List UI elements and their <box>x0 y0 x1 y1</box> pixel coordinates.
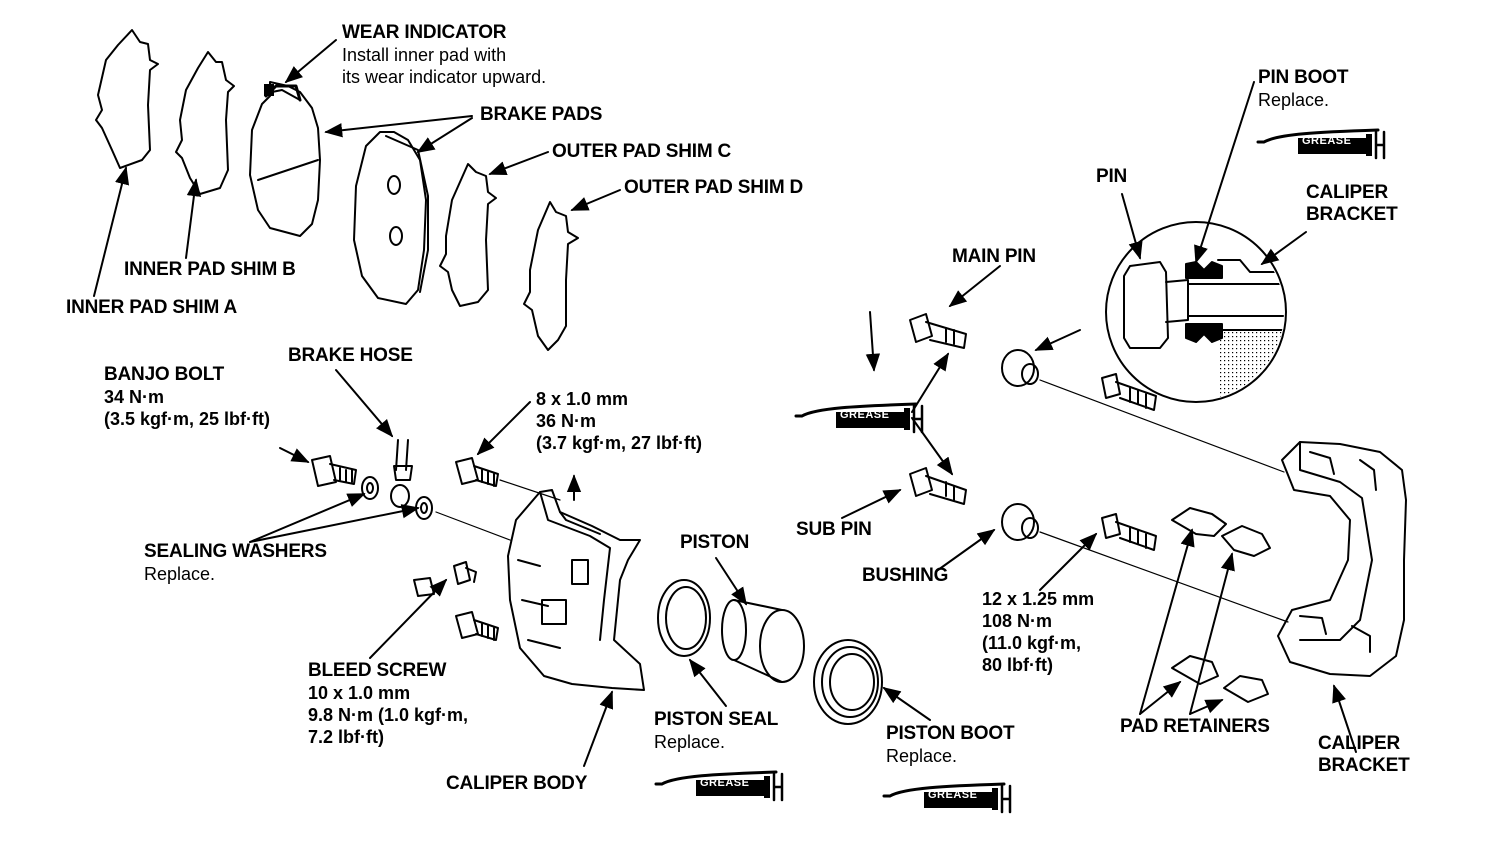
caliper-bracket-top-label: CALIPER BRACKET <box>1306 182 1398 225</box>
caliper-bracket-bottom-label: CALIPER BRACKET <box>1318 733 1410 776</box>
pad-retainers-label: PAD RETAINERS <box>1120 716 1270 737</box>
bleed-screw-label: BLEED SCREW 10 x 1.0 mm 9.8 N·m (1.0 kgf… <box>308 660 469 747</box>
bleed-screw-cap <box>413 577 435 597</box>
brake-pads-arrow-inner <box>324 115 473 138</box>
caliper-bracket <box>1277 441 1407 677</box>
main-pin <box>909 313 967 349</box>
inner-pad-shim-b <box>175 51 235 195</box>
piston-boot <box>813 639 883 725</box>
pin-detail-arrow <box>1034 329 1081 351</box>
bolt-12mm-label: 12 x 1.25 mm 108 N·m (11.0 kgf·m, 80 lbf… <box>982 589 1095 675</box>
pin-arrow <box>1121 193 1143 260</box>
pad-retainers-arrow-2 <box>1139 680 1182 715</box>
main-pin-label: MAIN PIN <box>952 246 1036 267</box>
outer-pad-shim-c-label: OUTER PAD SHIM C <box>552 141 732 162</box>
piston-seal-arrow <box>688 658 727 707</box>
caliper-body-label: CALIPER BODY <box>446 773 588 794</box>
piston-label: PISTON <box>680 532 750 553</box>
outer-pad-shim-c-arrow <box>488 151 549 175</box>
outer-pad-shim-d <box>523 201 579 351</box>
outer-pad-shim-d-arrow <box>570 189 621 211</box>
outer-pad-shim-c <box>439 163 497 307</box>
outer-brake-pad <box>353 131 429 305</box>
caliper-body <box>507 489 645 691</box>
wear-indicator-label: WEAR INDICATOR Install inner pad with it… <box>342 22 547 87</box>
brake-hose-label: BRAKE HOSE <box>288 345 413 366</box>
sub-pin <box>909 467 967 505</box>
bleed-screw-arrow <box>369 578 448 659</box>
inner-pad-shim-a-arrow <box>93 166 130 297</box>
banjo-bolt <box>311 455 357 487</box>
brake-pads-label: BRAKE PADS <box>480 104 603 125</box>
pin-boot-arrow <box>1194 81 1255 264</box>
piston-boot-label: PISTON BOOT Replace. <box>886 723 1015 766</box>
pad-retainers-arrow-1 <box>1139 528 1195 715</box>
inner-pad-shim-b-arrow <box>185 178 202 259</box>
bleed-screw <box>453 561 477 585</box>
caliper-bracket-bottom-arrow <box>1332 684 1357 753</box>
bolt-8mm-arrow <box>476 401 531 456</box>
piston-seal <box>657 579 711 657</box>
outer-pad-shim-d-label: OUTER PAD SHIM D <box>624 177 804 198</box>
bushing-upper <box>1001 349 1039 387</box>
bushing-lower <box>1001 503 1039 541</box>
caliper-bolt-8mm <box>455 457 499 487</box>
piston-boot-arrow <box>882 686 931 721</box>
wear-indicator-arrow <box>284 39 337 84</box>
pin-label: PIN <box>1096 166 1128 187</box>
caliper-body-arrow <box>583 690 614 767</box>
inner-brake-pad <box>249 81 321 237</box>
bracket-bolt-upper <box>1101 373 1157 411</box>
bracket-bolt-lower <box>1101 513 1157 551</box>
banjo-bolt-arrow <box>279 447 310 463</box>
sub-pin-arrow <box>841 489 902 519</box>
bolt-12mm-arrow <box>1039 532 1098 591</box>
main-pin-arrow <box>948 265 1001 308</box>
sealing-washers-arrow-2 <box>249 504 420 543</box>
inner-pad-shim-a-label: INNER PAD SHIM A <box>66 297 237 318</box>
grease-tag-text: GREASE <box>928 789 977 801</box>
pad-retainers-lower <box>1171 655 1269 703</box>
piston <box>721 599 805 683</box>
bushing-label: BUSHING <box>862 565 949 586</box>
sealing-washer-1 <box>361 476 379 500</box>
inner-pad-shim-b-label: INNER PAD SHIM B <box>124 259 296 280</box>
sealing-washers-label: SEALING WASHERS Replace. <box>144 541 327 584</box>
grease-tag-text: GREASE <box>840 409 889 421</box>
brake-hose-arrow <box>335 369 394 438</box>
pin-detail-circle <box>1105 221 1287 403</box>
bushing-arrow <box>937 528 996 571</box>
pin-boot-label: PIN BOOT Replace. <box>1258 67 1349 110</box>
piston-seal-label: PISTON SEAL Replace. <box>654 709 779 752</box>
piston-arrow <box>715 557 747 606</box>
brake-hose <box>390 439 413 508</box>
inner-pad-shim-a <box>95 29 159 169</box>
banjo-bolt-label: BANJO BOLT 34 N·m (3.5 kgf·m, 25 lbf·ft) <box>104 364 271 429</box>
sub-pin-label: SUB PIN <box>796 519 872 540</box>
sealing-washers-arrow-1 <box>249 493 366 543</box>
pad-retainers-upper <box>1171 507 1271 557</box>
bolt-8mm-label: 8 x 1.0 mm 36 N·m (3.7 kgf·m, 27 lbf·ft) <box>536 389 703 453</box>
caliper-bracket-top-arrow <box>1260 231 1307 266</box>
grease-tag-text: GREASE <box>700 777 749 789</box>
caliper-bolt-lower <box>455 611 499 641</box>
grease-tag-text: GREASE <box>1302 135 1351 147</box>
brake-pads-arrow-outer <box>416 117 473 153</box>
